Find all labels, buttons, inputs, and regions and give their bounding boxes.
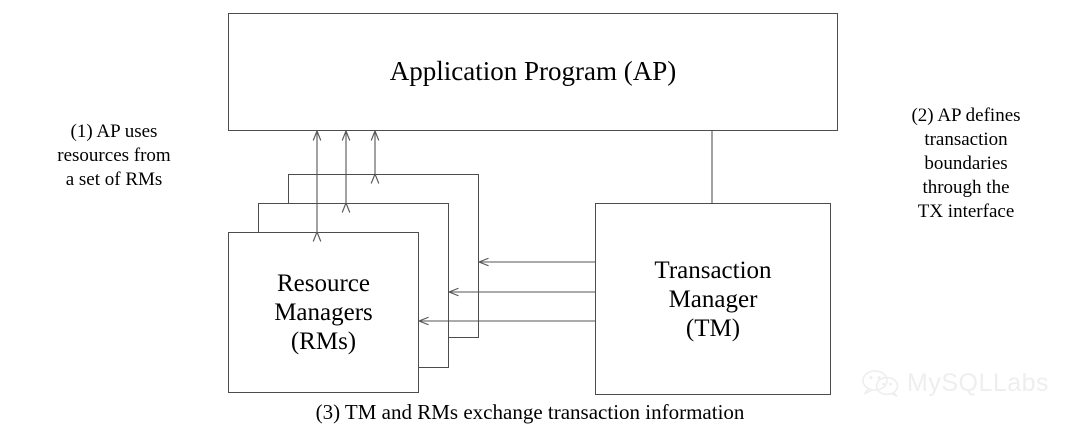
annotation-right: (2) AP defines transaction boundaries th… [911,105,1021,222]
transaction-manager-box: Transaction Manager (TM) [595,203,831,395]
wechat-bubbles-icon [862,370,899,397]
transaction-manager-label: Transaction Manager (TM) [654,256,772,342]
resource-manager-box-front: Resource Managers (RMs) [228,232,419,393]
diagram-caption: (3) TM and RMs exchange transaction info… [315,400,745,424]
application-program-box: Application Program (AP) [228,13,838,131]
watermark: MySQLLabs [862,362,1062,404]
annotation-left: (1) AP uses resources from a set of RMs [57,121,171,190]
application-program-label: Application Program (AP) [389,56,677,87]
resource-managers-label: Resource Managers (RMs) [274,270,373,355]
watermark-label: MySQLLabs [907,368,1050,397]
